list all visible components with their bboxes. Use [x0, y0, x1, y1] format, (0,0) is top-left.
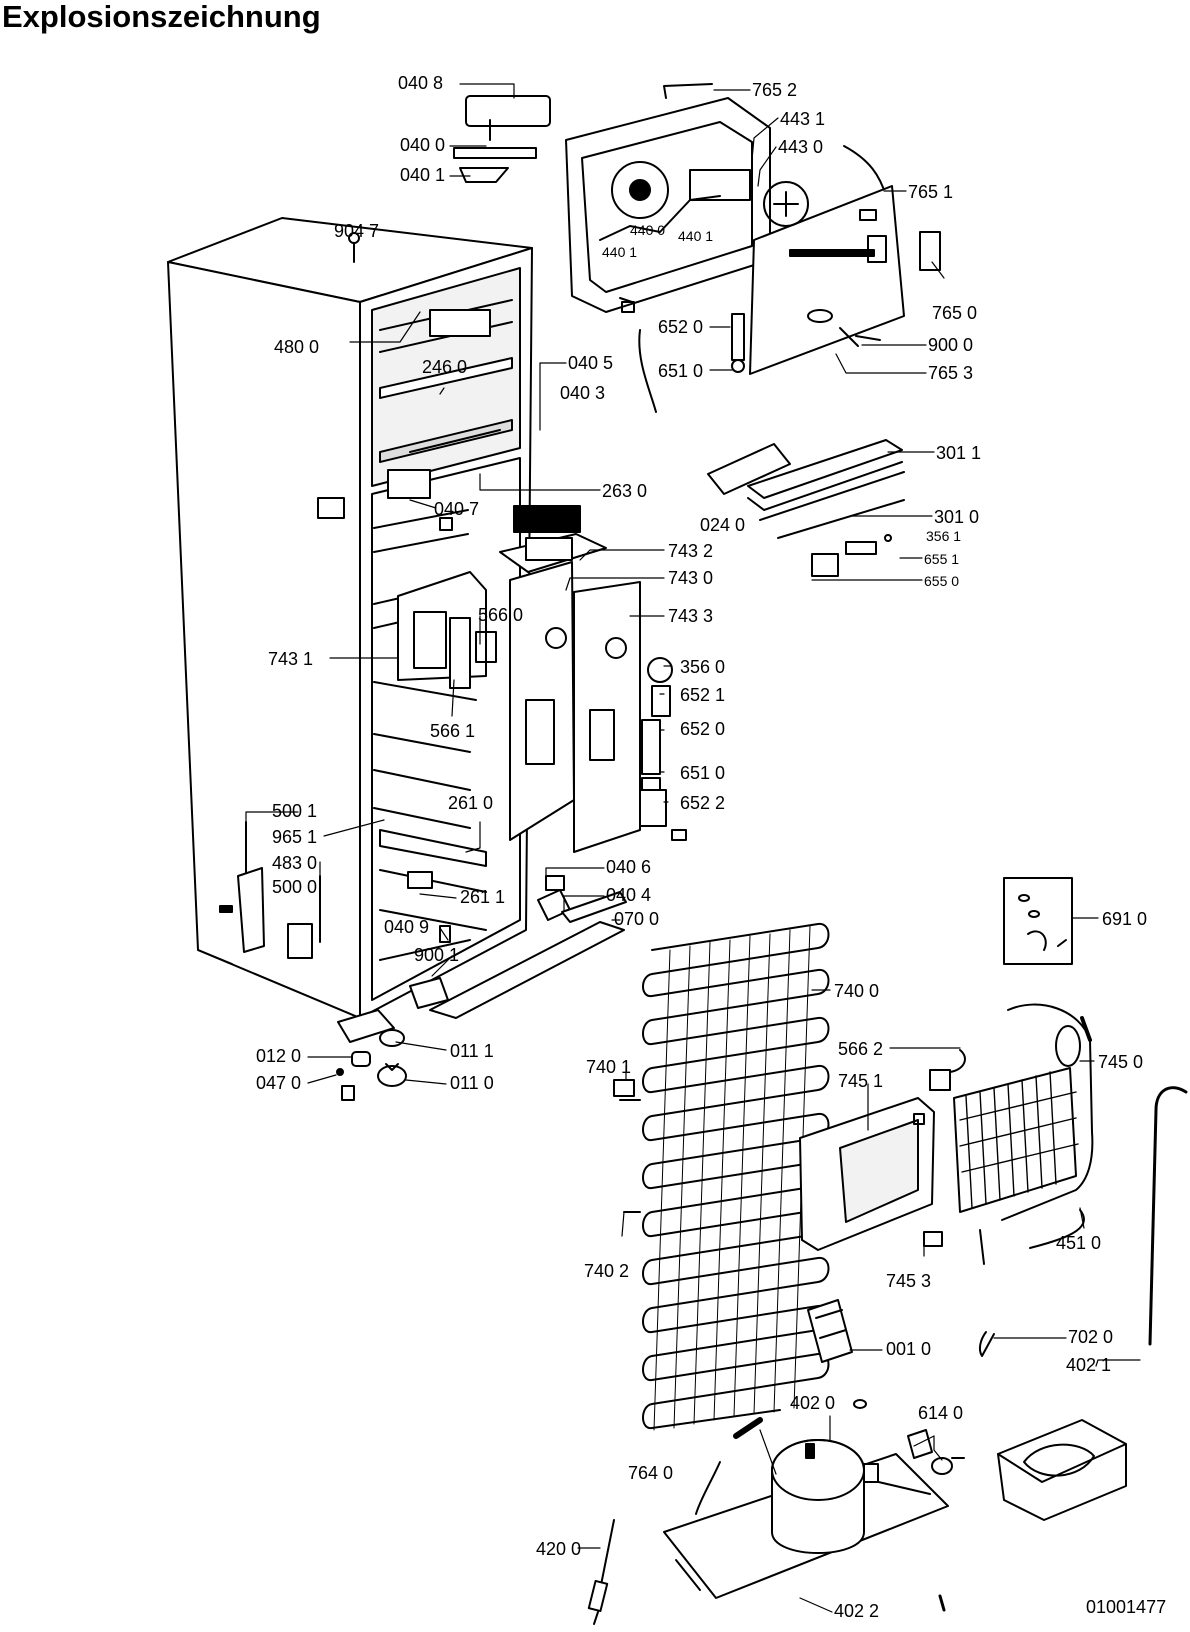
part-label: 691 0 [1102, 909, 1148, 929]
part-label: 263 0 [602, 481, 648, 501]
part-label: 500 0 [272, 877, 318, 897]
part-label: 500 1 [272, 801, 318, 821]
fan-housing-unit [565, 83, 887, 313]
part-label: 402 1 [1066, 1355, 1112, 1375]
part-label: 040 1 [400, 165, 446, 185]
part-label: 040 8 [398, 73, 444, 93]
part-label: 765 3 [928, 363, 974, 383]
door-bins-module [387, 469, 497, 689]
sensor-cable [587, 1519, 615, 1625]
part-label: 740 0 [834, 981, 880, 1001]
part-label: 743 0 [668, 568, 714, 588]
part-label: 040 6 [606, 857, 652, 877]
control-electronics-box [799, 1049, 966, 1251]
part-label: 443 0 [778, 137, 824, 157]
part-label: 652 2 [680, 793, 726, 813]
control-panel-assembly [499, 505, 687, 853]
part-label: 743 2 [668, 541, 714, 561]
part-label: 764 0 [628, 1463, 674, 1483]
page-title: Explosionszeichnung [2, 0, 321, 34]
part-label: 012 0 [256, 1046, 302, 1066]
fridge-shelves [373, 509, 487, 961]
part-label: 451 0 [1056, 1233, 1102, 1253]
start-relay-parts [807, 1299, 995, 1363]
part-label: 655 1 [924, 551, 960, 567]
part-label: 740 1 [586, 1057, 632, 1077]
leader-lines [245, 83, 1141, 1613]
part-label: 011 1 [450, 1041, 494, 1061]
lower-left-components [237, 821, 451, 959]
part-label: 040 0 [400, 135, 446, 155]
part-label: 655 0 [924, 573, 960, 589]
part-label: 040 4 [606, 885, 652, 905]
service-kit-box [1003, 877, 1073, 965]
part-label: 743 3 [668, 606, 714, 626]
part-label: 904 7 [334, 221, 380, 241]
part-label: 702 0 [1068, 1327, 1114, 1347]
part-label: 743 1 [268, 649, 314, 669]
part-label: 483 0 [272, 853, 318, 873]
part-label: 614 0 [918, 1403, 964, 1423]
part-label: 965 1 [272, 827, 318, 847]
part-label: 440 1 [678, 228, 714, 244]
part-label: 040 3 [560, 383, 606, 403]
document-number: 01001477 [1086, 1597, 1167, 1617]
part-label: 443 1 [780, 109, 826, 129]
evaporator-fins [953, 1003, 1094, 1265]
part-label: 440 0 [630, 222, 666, 238]
side-light-parts [707, 439, 905, 577]
drip-tray [997, 1419, 1127, 1521]
part-label: 740 2 [584, 1261, 630, 1281]
part-label: 440 1 [602, 244, 638, 260]
part-label: 652 0 [658, 317, 704, 337]
part-label: 765 1 [908, 182, 954, 202]
compressor-assembly [663, 1399, 965, 1612]
hinge-hardware [336, 875, 627, 1101]
part-label: 011 0 [450, 1073, 494, 1093]
part-label: 040 9 [384, 917, 430, 937]
part-label: 745 0 [1098, 1052, 1144, 1072]
part-label: 246 0 [422, 357, 468, 377]
part-label: 652 0 [680, 719, 726, 739]
drain-tube [1148, 1086, 1188, 1346]
part-label: 566 0 [478, 605, 524, 625]
air-duct-cover [749, 181, 941, 375]
part-label: 765 2 [752, 80, 798, 100]
part-label: 402 0 [790, 1393, 836, 1413]
part-label: 745 1 [838, 1071, 884, 1091]
freezer-shelves [379, 299, 513, 463]
part-label: 070 0 [614, 909, 660, 929]
part-label: 261 0 [448, 793, 494, 813]
part-label: 040 7 [434, 499, 480, 519]
part-label: 047 0 [256, 1073, 302, 1093]
part-label: 651 0 [680, 763, 726, 783]
part-label: 900 0 [928, 335, 974, 355]
part-label: 420 0 [536, 1539, 582, 1559]
part-label: 652 1 [680, 685, 726, 705]
part-label: 745 3 [886, 1271, 932, 1291]
part-label: 651 0 [658, 361, 704, 381]
part-label: 765 0 [932, 303, 978, 323]
part-label: 001 0 [886, 1339, 932, 1359]
part-label: 301 0 [934, 507, 980, 527]
part-label: 480 0 [274, 337, 320, 357]
part-label: 900 1 [414, 945, 460, 965]
part-label: 566 1 [430, 721, 476, 741]
part-label: 040 5 [568, 353, 614, 373]
part-label: 024 0 [700, 515, 746, 535]
part-label: 566 2 [838, 1039, 884, 1059]
part-label: 356 0 [680, 657, 726, 677]
part-label: 301 1 [936, 443, 982, 463]
top-control-parts [348, 95, 745, 413]
part-label: 356 1 [926, 528, 962, 544]
part-label: 402 2 [834, 1601, 880, 1621]
part-label: 261 1 [460, 887, 506, 907]
